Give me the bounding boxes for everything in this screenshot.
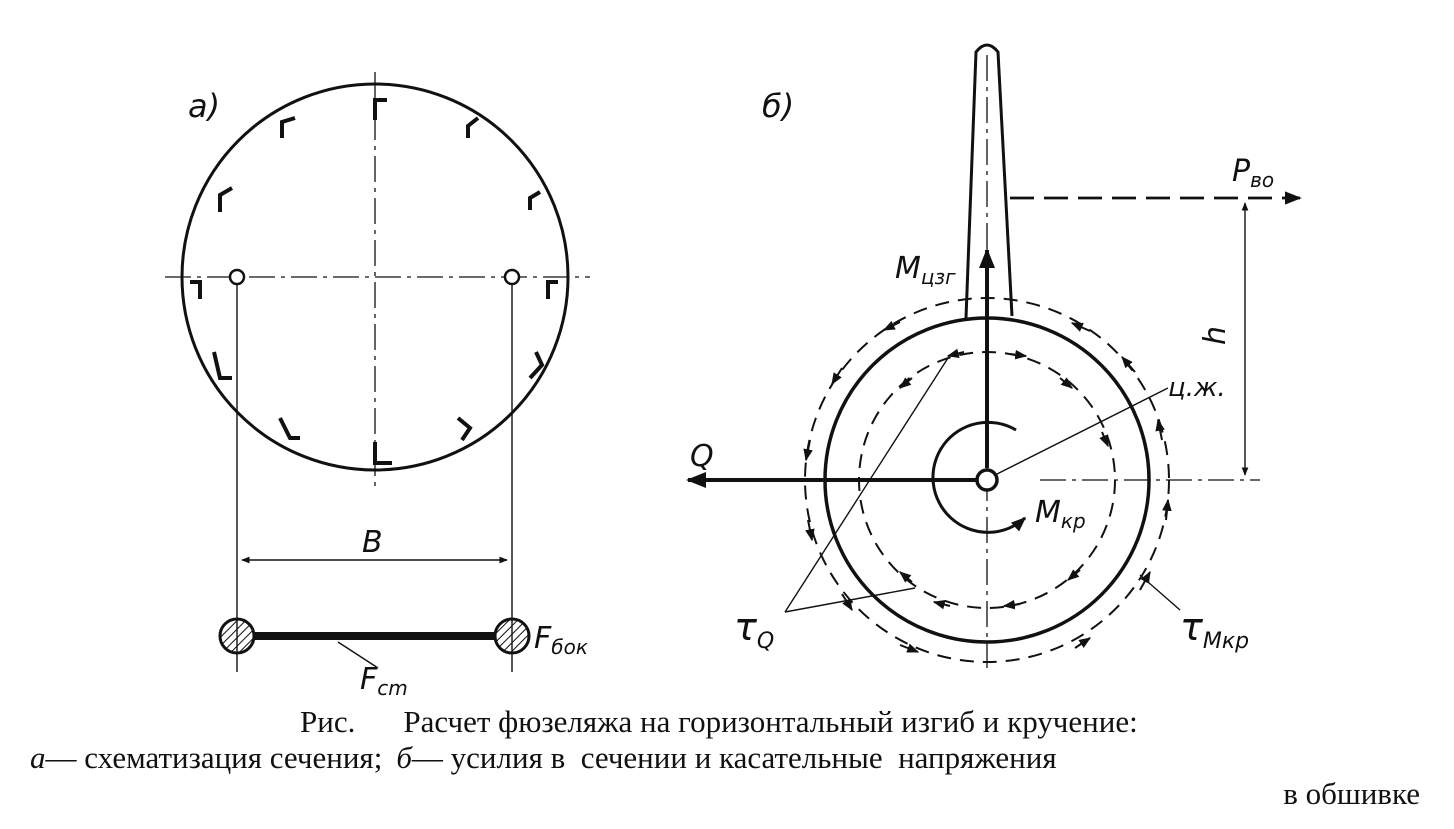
caption-items-line: а— схематизация сечения; б— усилия в сече… <box>30 742 1057 773</box>
shear-center-point <box>975 468 999 492</box>
caption-item-a-text: — схематизация сечения; <box>45 740 383 775</box>
width-label: B <box>362 525 383 560</box>
stringer <box>456 416 473 442</box>
stringer <box>218 186 234 212</box>
caption-title: Расчет фюзеляжа на горизонтальный изгиб … <box>403 704 1138 739</box>
side-point-right <box>503 268 521 286</box>
side-area-left <box>218 617 256 655</box>
panel-b-label: б) <box>762 87 794 125</box>
stringers <box>190 98 558 465</box>
caption-title-line: Рис. Расчет фюзеляжа на горизонтальный из… <box>300 706 1138 737</box>
stringer <box>373 98 387 120</box>
stringer <box>278 417 300 440</box>
bending-moment-label: Mцзг <box>895 251 956 289</box>
side-area-right <box>493 617 531 655</box>
tau-q-label: τQ <box>734 605 774 654</box>
caption-item-b-text: — усилия в сечении и касательные напряже… <box>411 740 1057 775</box>
shear-center-leader <box>996 387 1169 475</box>
panel-b: б) Pво h Mцзг ц.ж. Q Mкр <box>686 43 1302 668</box>
shear-force-label: Q <box>690 439 714 474</box>
stringer <box>466 116 480 138</box>
side-area-label: Fбок <box>534 621 588 659</box>
fin-force-label: Pво <box>1232 154 1274 192</box>
stringer-area-leader <box>337 641 379 669</box>
caption-prefix: Рис. <box>300 704 356 739</box>
torsion-flow-arrows <box>803 320 1172 653</box>
tau-m-leader <box>1139 574 1181 611</box>
torsion-shear-flow <box>804 297 1170 663</box>
stringer <box>528 351 545 380</box>
torque-arc <box>931 420 1027 534</box>
shear-flow-arrows <box>899 348 1109 610</box>
caption-item-a-letter: а <box>30 740 46 775</box>
height-label: h <box>1198 326 1233 345</box>
caption-item-b-cont: в обшивке <box>1283 776 1420 811</box>
stringer <box>528 190 542 210</box>
torque-label: Mкр <box>1035 495 1086 533</box>
stringer-area-label: Fcm <box>360 662 408 700</box>
caption-continuation-line: в обшивке <box>1283 778 1420 809</box>
caption-item-b-letter: б <box>396 740 412 775</box>
tau-q-leader-2 <box>784 587 916 613</box>
vertical-fin <box>964 43 1014 319</box>
shear-center-label: ц.ж. <box>1168 373 1226 403</box>
shear-flow-inner <box>858 351 1116 609</box>
stringer <box>373 442 392 465</box>
panel-a-label: а) <box>188 87 220 125</box>
stringer <box>546 280 558 299</box>
tau-q-leader-1 <box>784 357 949 613</box>
stringer <box>280 116 296 138</box>
tau-m-label: τMкр <box>1180 605 1249 654</box>
stringer <box>212 351 232 380</box>
side-point-left <box>228 268 246 286</box>
panel-a: а) B <box>165 72 590 700</box>
stringer <box>190 280 202 299</box>
